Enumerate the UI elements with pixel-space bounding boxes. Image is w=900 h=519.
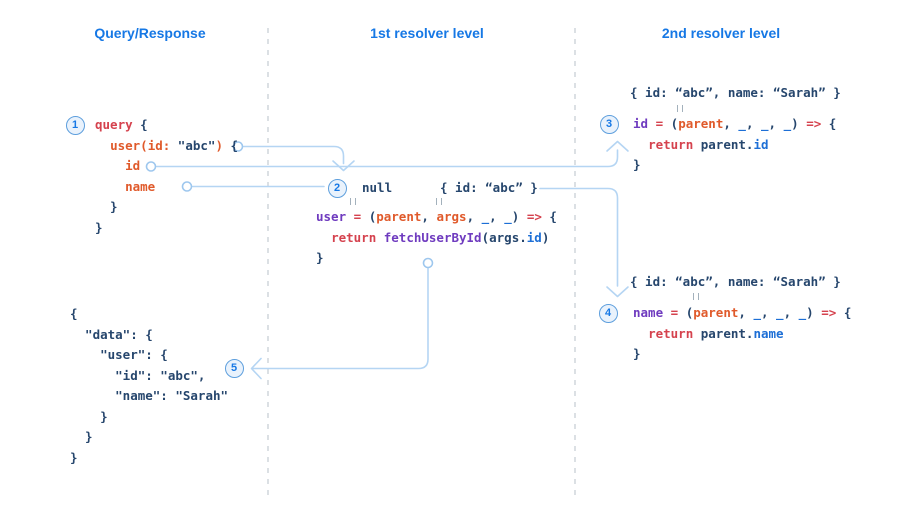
parent-object-id-resolver: { id: “abc”, name: “Sarah” } — [630, 85, 841, 100]
arrowhead-up-icon — [606, 140, 629, 152]
arrowhead-down-icon — [332, 160, 355, 172]
column-header-2nd-resolver: 2nd resolver level — [661, 25, 781, 41]
code-line: name — [125, 178, 156, 194]
code-line: } — [70, 408, 108, 424]
step-badge-4: 4 — [598, 303, 618, 323]
step-badge-3: 3 — [599, 114, 619, 134]
code-line: "id": "abc", — [70, 367, 206, 383]
arrow-id-to-id-resolver — [155, 149, 619, 168]
user-resolver-block: user = (parent, args, _, _) => { return … — [316, 207, 557, 269]
code-line: "user": { — [70, 347, 168, 362]
arrowhead-left-icon — [250, 357, 262, 380]
resolver-arg-args-object: { id: “abc” } — [440, 180, 538, 195]
arrow-result-to-name-resolver — [539, 187, 619, 287]
code-line: query { — [95, 117, 148, 132]
query-code-block: query { user(id: "abc") { id name }} — [95, 115, 238, 238]
arrowhead-down-icon — [606, 286, 629, 298]
code-line: "data": { — [70, 326, 153, 342]
code-line: } — [70, 429, 93, 444]
code-line: } — [95, 219, 103, 235]
equals-icon — [677, 105, 683, 112]
step-badge-1: 1 — [65, 115, 85, 135]
parent-object-name-resolver: { id: “abc”, name: “Sarah” } — [630, 274, 841, 289]
code-line: return parent.name — [648, 325, 784, 341]
equals-icon — [350, 198, 356, 205]
code-line: } — [95, 199, 118, 214]
id-resolver-block: id = (parent, _, _, _) => { return paren… — [633, 114, 836, 176]
code-line: } — [633, 346, 641, 361]
code-line: user(id: "abc") { — [110, 137, 239, 153]
step-badge-5: 5 — [224, 359, 244, 378]
arrow-query-to-user-resolver — [242, 145, 345, 165]
code-line: } — [70, 449, 78, 465]
arrow-return-to-response — [252, 266, 429, 370]
code-line: "name": "Sarah" — [70, 388, 229, 403]
connector-dot-resolver-return — [422, 257, 434, 269]
column-header-1st-resolver: 1st resolver level — [370, 25, 484, 41]
code-line: { — [70, 306, 78, 321]
connector-dot-id-field — [145, 161, 157, 172]
code-line: } — [316, 250, 324, 265]
response-json-block: { "data": { "user": { "id": "abc", "name… — [70, 304, 228, 468]
name-resolver-block: name = (parent, _, _, _) => { return par… — [633, 303, 851, 365]
code-line: return fetchUserById(args.id) — [331, 229, 550, 245]
column-header-query-response: Query/Response — [94, 25, 206, 41]
code-line: } — [633, 157, 641, 172]
resolver-arg-parent-null: null — [362, 180, 393, 195]
code-line: return parent.id — [648, 136, 769, 152]
code-line: name = (parent, _, _, _) => { — [633, 305, 852, 320]
equals-icon — [693, 293, 699, 300]
connector-dot-user-field — [232, 141, 244, 152]
code-line: user = (parent, args, _, _) => { — [316, 209, 557, 224]
code-line: id = (parent, _, _, _) => { — [633, 116, 837, 131]
connector-dot-name-field — [181, 181, 193, 192]
equals-icon — [436, 198, 442, 205]
code-line: id — [125, 158, 141, 173]
step-badge-2: 2 — [327, 178, 347, 198]
